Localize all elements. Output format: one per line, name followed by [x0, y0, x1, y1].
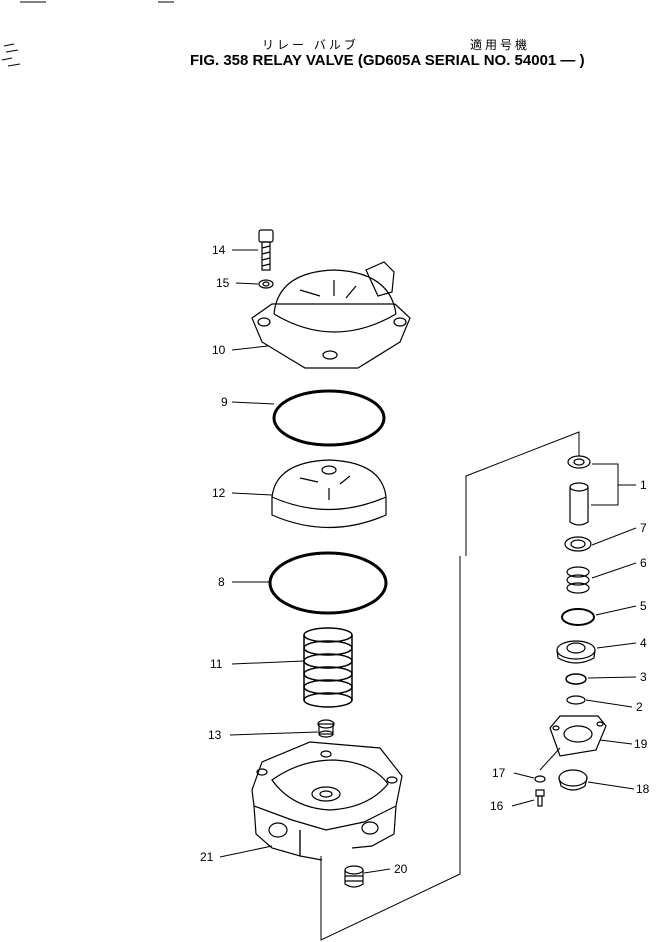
- right-subassembly: [534, 455, 607, 807]
- callout-2: 2: [636, 700, 643, 714]
- callout-15: 15: [216, 276, 230, 290]
- leader-lines: [219, 249, 637, 874]
- japanese-part-name: リレー バルブ: [262, 38, 359, 52]
- callout-4: 4: [640, 636, 647, 650]
- callout-17: 17: [492, 766, 506, 780]
- callout-11: 11: [210, 657, 223, 671]
- part-8-o-ring: [268, 551, 388, 615]
- callout-9: 9: [221, 395, 228, 409]
- callout-1: 1: [640, 478, 647, 492]
- part-20-plug: [344, 865, 364, 888]
- callout-3: 3: [640, 670, 647, 684]
- part-15-washer: [258, 279, 274, 289]
- japanese-applicable-models: 適用号機: [470, 38, 531, 52]
- scan-artifact-marks: [1, 1, 174, 67]
- callout-21: 21: [200, 850, 214, 864]
- callout-10: 10: [212, 343, 226, 357]
- callout-19: 19: [634, 737, 648, 751]
- callout-12: 12: [212, 486, 226, 500]
- part-14-bolt: [258, 229, 274, 271]
- part-12-piston: [271, 459, 387, 528]
- part-9-o-ring: [272, 389, 386, 447]
- callout-6: 6: [640, 556, 647, 570]
- callout-14: 14: [212, 243, 226, 257]
- callout-labels: 14 15 10 9 12 8 11 13 21 20 1 7 6 5 4 3 …: [200, 243, 650, 876]
- callout-16: 16: [490, 799, 504, 813]
- part-10-top-cover: [251, 261, 411, 369]
- figure-title: FIG. 358 RELAY VALVE (GD605A SERIAL NO. …: [190, 52, 585, 69]
- part-13-plug: [317, 719, 335, 738]
- assembly-guide-lines: [320, 431, 580, 941]
- callout-8: 8: [218, 575, 225, 589]
- callout-20: 20: [394, 862, 408, 876]
- callout-5: 5: [640, 599, 647, 613]
- part-11-spring: [303, 627, 353, 708]
- part-21-valve-body: [251, 741, 403, 861]
- callout-18: 18: [636, 782, 650, 796]
- callout-13: 13: [208, 728, 222, 742]
- callout-7: 7: [640, 521, 647, 535]
